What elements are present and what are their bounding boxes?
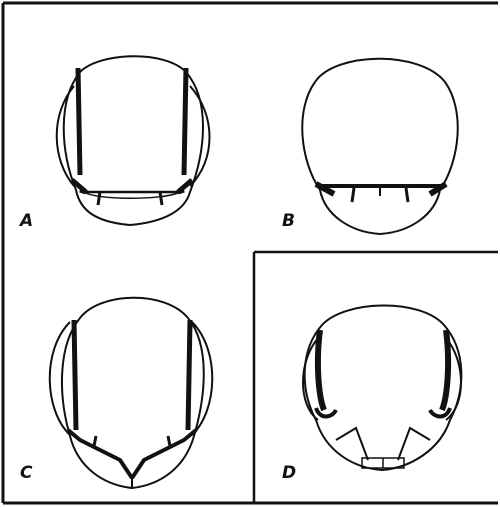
panel-d-outline [305, 305, 462, 470]
panel-c-right-eye [192, 322, 212, 435]
panel-d-left-suture [318, 330, 324, 410]
panel-c-left-eye [50, 322, 70, 435]
panel-label-c: C [20, 463, 33, 483]
panel-c-right-suture [188, 320, 190, 430]
panel-a-left-eye [57, 86, 74, 186]
panel-d-head [303, 305, 461, 470]
panel-label-d: D [282, 463, 296, 483]
panel-b-head [302, 59, 457, 234]
panel-a-left-suture [78, 68, 80, 175]
panel-label-a: A [18, 211, 33, 231]
panel-a-outline [64, 56, 203, 225]
panel-d-right-suture [442, 330, 448, 410]
panel-c-head [50, 298, 213, 488]
panel-a-head [57, 56, 210, 225]
panel-a-right-suture [184, 68, 186, 175]
panel-c-left-suture [74, 320, 76, 430]
panel-label-b: B [282, 211, 295, 231]
panel-b-outline [302, 59, 457, 234]
panel-c-outline [62, 298, 204, 488]
